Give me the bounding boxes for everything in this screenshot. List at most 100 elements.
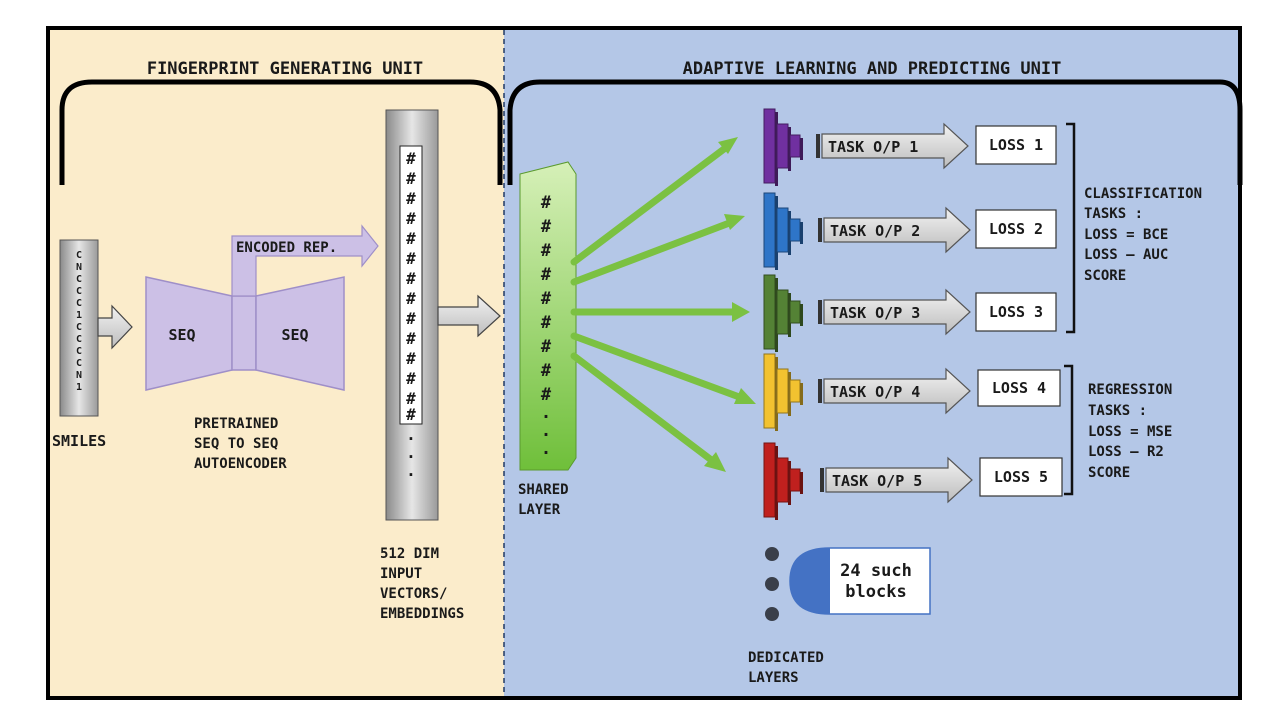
classification-text-1: CLASSIFICATION — [1084, 186, 1202, 202]
loss-label: LOSS 1 — [989, 136, 1043, 154]
task-output-arrow — [823, 367, 971, 415]
task-rows: TASK O/P 1 LOSS 1 TASK O/P 2 LOSS 2 TASK O/P… — [763, 108, 1063, 520]
shared-label-1: SHARED — [518, 482, 569, 498]
fan-arrowhead-3 — [732, 302, 750, 322]
decoder-shape — [255, 276, 345, 391]
shared-hashes: # # # # # # # # # . . . — [541, 193, 552, 459]
ellipsis-dot-1 — [765, 547, 779, 561]
shared-hash: # — [541, 313, 552, 333]
embedding-hash: # — [406, 169, 416, 188]
blocks-label-2: blocks — [845, 582, 906, 602]
dedicated-layer-bar — [789, 300, 801, 324]
shared-hash: # — [541, 361, 552, 381]
loss-label: LOSS 5 — [994, 468, 1048, 486]
seq-left-label: SEQ — [168, 326, 195, 344]
shared-hash: # — [541, 265, 552, 285]
classification-text-2: TASKS : — [1084, 206, 1143, 222]
smiles-arrow — [97, 304, 133, 350]
embedding-hash: # — [406, 405, 416, 424]
task-output-label: TASK O/P 1 — [828, 138, 918, 156]
dedicated-layer-bar — [763, 108, 776, 184]
smiles-char: N — [76, 262, 82, 273]
shared-hash: # — [541, 385, 552, 405]
embedding-dot: . — [406, 425, 416, 444]
regression-text-2: TASKS : — [1088, 403, 1147, 419]
shared-hash: # — [541, 217, 552, 237]
shared-hash: # — [541, 289, 552, 309]
smiles-char: C — [76, 250, 82, 261]
task-output-arrow — [823, 288, 971, 336]
seq-right-label: SEQ — [281, 326, 308, 344]
vector-label-3: VECTORS/ — [380, 586, 447, 602]
fan-arrow-2 — [570, 218, 736, 286]
dedicated-layer-bar — [789, 134, 801, 158]
smiles-char: 1 — [76, 310, 82, 321]
embedding-hash: # — [406, 229, 416, 248]
smiles-char: C — [76, 286, 82, 297]
embedding-hash: # — [406, 149, 416, 168]
loss-label: LOSS 2 — [989, 220, 1043, 238]
smiles-label: SMILES — [52, 432, 106, 450]
task-output-arrow — [823, 206, 971, 254]
embedding-hash: # — [406, 309, 416, 328]
loss-box — [975, 125, 1057, 165]
task-output-arrow — [825, 456, 973, 504]
fan-arrowhead-1 — [718, 137, 738, 154]
dedicated-layer-bar — [763, 353, 776, 429]
shared-hash: # — [541, 241, 552, 261]
vector-label-1: 512 DIM — [380, 546, 439, 562]
loss-box — [979, 457, 1063, 497]
ellipsis-dot-2 — [765, 577, 779, 591]
vector-label-2: INPUT — [380, 566, 422, 582]
loss-label: LOSS 4 — [992, 379, 1046, 397]
embedding-values-box — [399, 145, 423, 425]
dedicated-layer-bar — [776, 123, 789, 169]
dedicated-layer-bar-shadow — [800, 222, 803, 244]
embedding-hash: # — [406, 369, 416, 388]
smiles-char: N — [76, 370, 82, 381]
embedding-hash: # — [406, 349, 416, 368]
right-brace — [507, 79, 1243, 185]
vector-to-shared-arrow — [437, 294, 501, 338]
fan-arrowhead-2 — [724, 214, 745, 230]
task-arrow-tail — [816, 134, 820, 158]
smiles-char: C — [76, 358, 82, 369]
embedding-hash: # — [406, 289, 416, 308]
task-output-label: TASK O/P 4 — [830, 383, 920, 401]
task-arrow-tail — [818, 379, 822, 403]
loss-label: LOSS 3 — [989, 303, 1043, 321]
embedding-hash: # — [406, 209, 416, 228]
regression-text-1: REGRESSION — [1088, 382, 1172, 398]
task-row-5: TASK O/P 5 LOSS 5 — [763, 442, 1063, 520]
regression-text-5: SCORE — [1088, 465, 1130, 481]
shared-dot: . — [541, 403, 551, 423]
task-arrow-tail — [818, 218, 822, 242]
shared-dot: . — [541, 421, 551, 441]
classification-text-5: SCORE — [1084, 268, 1126, 284]
encoded-rep-arrow — [231, 224, 379, 297]
task-output-label: TASK O/P 2 — [830, 222, 920, 240]
autoencoder-label-2: SEQ TO SEQ — [194, 436, 278, 452]
autoencoder-label-3: AUTOENCODER — [194, 456, 287, 472]
dedicated-layer-bar-shadow — [800, 304, 803, 326]
right-panel-title: ADAPTIVE LEARNING AND PREDICTING UNIT — [683, 59, 1062, 79]
left-panel-title: FINGERPRINT GENERATING UNIT — [147, 59, 423, 79]
fan-arrowhead-4 — [734, 388, 756, 404]
classification-bracket — [1066, 122, 1076, 334]
smiles-char: C — [76, 346, 82, 357]
blocks-label-1: 24 such — [840, 561, 912, 581]
loss-box — [975, 209, 1057, 249]
task-arrow-tail — [818, 300, 822, 324]
task-output-label: TASK O/P 5 — [832, 472, 922, 490]
fan-arrow-4 — [570, 332, 746, 402]
shared-dot: . — [541, 439, 551, 459]
shared-hash: # — [541, 337, 552, 357]
dedicated-layer-bar-shadow — [800, 138, 803, 160]
dedicated-layer-bar — [789, 218, 801, 242]
loss-box — [975, 292, 1057, 332]
shared-layer — [519, 161, 577, 471]
embedding-dot: . — [406, 461, 416, 480]
dedicated-layer-bar — [776, 289, 789, 335]
